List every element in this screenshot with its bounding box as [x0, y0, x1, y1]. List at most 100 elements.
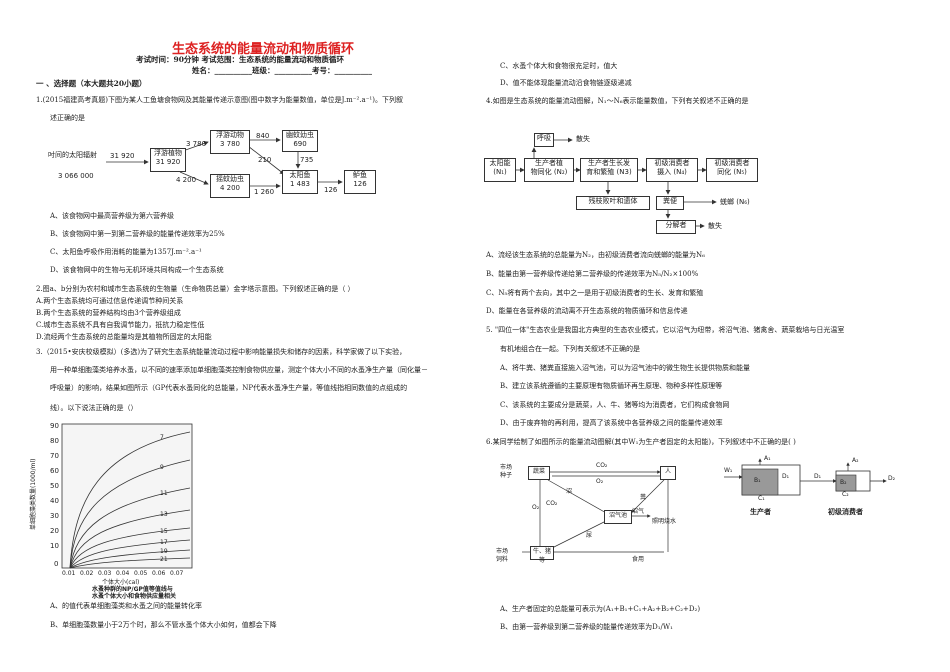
dung-beetle-label: 蜣螂 (N₆)	[720, 198, 750, 206]
box-label: 生产者植	[535, 159, 563, 167]
producer-growth-box: 生产者生长发育和繁殖 (N3)	[580, 158, 638, 182]
q3-option-c: C、水蚤个体大和食物很充足时，值大	[500, 62, 618, 70]
d1-label: D₁	[814, 473, 822, 480]
node-label: 鲈鱼	[353, 171, 367, 179]
feces-label: 粪	[640, 494, 647, 501]
x-tick: 0.01	[62, 570, 76, 577]
x-tick: 0.05	[134, 570, 148, 577]
q5-option-a: A、将牛粪、猪粪直接施入沼气池，可以为沼气池中的微生物生长提供物质和能量	[500, 364, 751, 372]
biogas-digester-box: 沼气池	[604, 510, 632, 524]
node-value: 126	[353, 180, 367, 188]
q1-stem: 1.(2015福建高考真题)下图为某人工鱼塘食物网及其能量传递示意图(图中数字为…	[36, 96, 403, 104]
q3-stem-line1: 3.（2015•安庆校级模拟）(多选)为了研究生态系统能量流动过程中影响能量损失…	[36, 348, 407, 356]
vegetables-box: 蔬菜	[528, 466, 550, 480]
lighting-label: 照明烧水	[652, 518, 677, 525]
feed-label: 饲料	[496, 556, 509, 563]
node-label: 幽蚊幼虫	[286, 131, 314, 139]
y-tick: 80	[50, 437, 59, 445]
edge-label: 3 780	[186, 140, 207, 148]
node-value: 4 200	[219, 184, 241, 192]
q2-option-b: B.两个生态系统的营养结构均由3个营养级组成	[36, 309, 181, 317]
y-tick: 10	[50, 542, 59, 550]
b1-label: B₁	[754, 477, 761, 484]
o2-label: O₂	[596, 478, 604, 485]
q5-stem-cont: 有机地组合在一起。下列有关叙述不正确的是	[500, 345, 640, 353]
q3-stem-line4: 线）。以下说法正确的是（）	[50, 404, 138, 412]
q2-option-a: A.两个生态系统均可通过信息传递调节种间关系	[36, 297, 184, 305]
box-value: (N₁)	[493, 168, 507, 176]
respiration-box: 呼吸	[534, 133, 554, 147]
dissipation-label: 散失	[576, 135, 590, 143]
q6-stem: 6.某同学绘制了如图所示的能量流动图解(其中W₁为生产者固定的太阳能)，下列叙述…	[486, 438, 796, 446]
primary-consumer-intake-box: 初级消费者摄入 (N₄)	[646, 158, 698, 182]
market-label: 市场	[500, 464, 513, 471]
producer-label: 生产者	[750, 508, 771, 516]
y-tick: 40	[50, 497, 59, 505]
node-value: 690	[293, 140, 307, 148]
q6-option-b: B、由第一营养级到第二营养级的能量传递效率为D₁/W₁	[500, 623, 673, 631]
decomposer-box: 分解者	[656, 220, 696, 234]
q3-stem-line2: 用一种单细胞藻类培养水蚤，以不同的速率添加单细胞藻类控制食物供应量，测定个体大小…	[50, 366, 428, 374]
edge-label: 4 200	[176, 176, 197, 184]
page-title: 生态系统的能量流动和物质循环	[172, 42, 355, 57]
edge-label: 1 260	[254, 188, 275, 196]
y-tick: 0	[54, 560, 59, 568]
q4-flow-arrows	[514, 137, 717, 229]
c1-label: C₁	[758, 495, 765, 502]
human-box: 人	[660, 466, 676, 480]
contour-label: 11	[160, 490, 168, 497]
q4-energy-flow-figure: 呼吸 散失 太阳能(N₁) 生产者植物同化 (N₂) 生产者生长发育和繁殖 (N…	[484, 130, 784, 234]
edge-label: 735	[300, 156, 314, 164]
box-label: 沼气池	[608, 512, 627, 519]
box-label: 初级消费者	[654, 159, 690, 167]
biogas-residue-label: 沼	[566, 488, 573, 495]
box-label: 同化 (N₅)	[717, 168, 747, 176]
q6-ecosystem-figure: 市场 种子 蔬菜 CO₂ 人 O₂ O₂ CO₂ 沼 粪 尿 沼气池 沼气 照明…	[492, 460, 702, 572]
box-label: 呼吸	[537, 134, 551, 142]
q3-contour-figure: 90 80 70 60 50 40 30 20 10 0 单细胞藻类数量(100…	[30, 420, 200, 600]
student-info-line: 姓名：__________班级：__________考号：__________	[192, 66, 372, 75]
urine-label: 尿	[586, 532, 593, 539]
box-label: 摄入 (N₄)	[657, 168, 687, 176]
q6-energy-arrows	[724, 458, 887, 496]
contour-label: 15	[160, 528, 168, 535]
y-tick: 90	[50, 422, 59, 430]
x-tick: 0.04	[116, 570, 130, 577]
box-label: 残枝败叶和遗体	[588, 197, 638, 205]
x-tick: 0.06	[152, 570, 166, 577]
d1-label: D₁	[782, 473, 790, 480]
market-label: 市场	[496, 548, 509, 555]
y-tick: 70	[50, 452, 59, 460]
q2-stem: 2.图a、b分别为农村和城市生态系统的生物量（生命物质总量）金字塔示意图。下列叙…	[36, 285, 355, 293]
producer-assimilation-box: 生产者植物同化 (N₂)	[524, 158, 574, 182]
box-label: 粪便	[663, 197, 677, 205]
o2-label: O₂	[532, 504, 540, 511]
feces-box: 粪便	[656, 196, 684, 210]
residue-box: 残枝败叶和遗体	[576, 196, 650, 210]
node-value: 3 780	[219, 140, 241, 148]
primary-consumer-label: 初级消费者	[828, 508, 863, 516]
q6-energy-diagram: W₁ A₁ B₁ C₁ D₁ D₁ A₂ B₂ C₂ D₂ 生产者 初级消费者	[720, 455, 900, 527]
q3-option-b: B、单细胞藻数量小于2万个时，那么不管水蚤个体大小如何，值都会下降	[50, 621, 277, 629]
q1-stem-cont: 述正确的是	[50, 114, 85, 122]
y-tick: 20	[50, 527, 59, 535]
q4-stem: 4.如图是生态系统的能量流动图解，N₁～N₆表示能量数值，下列有关叙述不正确的是	[486, 97, 749, 105]
node-value: 1 483	[289, 180, 311, 188]
contour-label: 21	[160, 556, 168, 563]
box-label: 蔬菜	[532, 468, 545, 475]
box-label: 分解者	[665, 221, 687, 229]
edge-label: 126	[324, 186, 338, 194]
x-tick: 0.07	[170, 570, 184, 577]
y-tick: 30	[50, 512, 59, 520]
contour-label: 9	[160, 464, 164, 471]
y-tick: 50	[50, 482, 59, 490]
y-axis-label: 单细胞藻类数量(1000/ml)	[30, 458, 37, 531]
q1-option-d: D、该食物网中的生物与无机环境共同构成一个生态系统	[50, 266, 224, 274]
x-tick: 0.03	[98, 570, 112, 577]
c2-label: C₂	[842, 491, 849, 498]
q3-stem-line3: 呼吸量）的影响，结果如图所示（GP代表水蚤同化的总能量，NP代表水蚤净生产量，等…	[50, 384, 408, 392]
